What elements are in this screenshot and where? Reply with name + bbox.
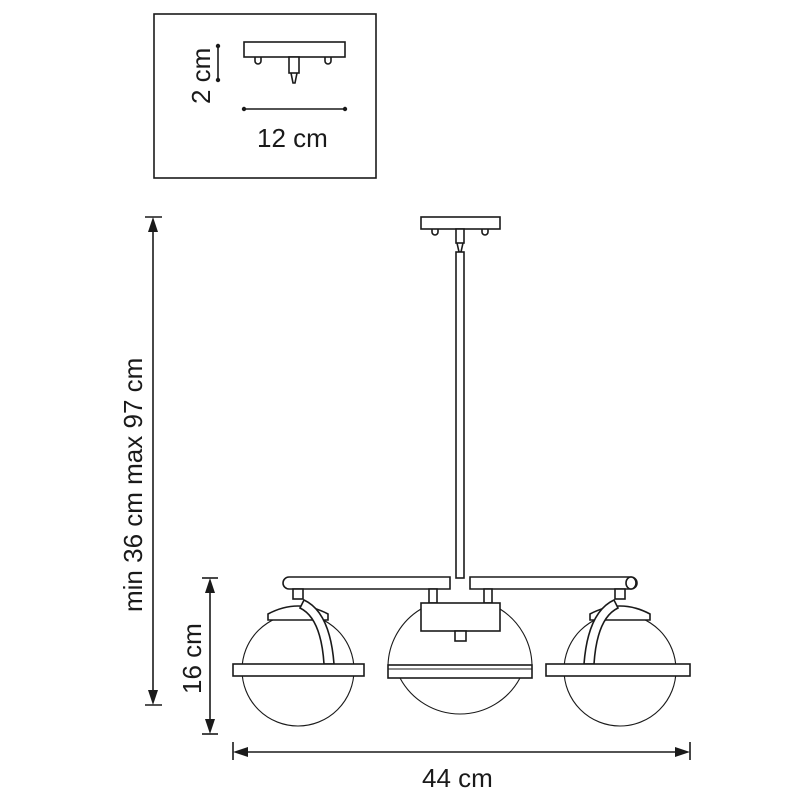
- inset-height-label: 2 cm: [186, 48, 216, 104]
- inset-canopy: [243, 41, 346, 84]
- shade-height-label: 16 cm: [177, 623, 207, 694]
- middle-globe: [387, 608, 533, 715]
- total-height-label: min 36 cm max 97 cm: [118, 358, 148, 612]
- central-hub: [420, 588, 501, 642]
- inset-frame: [153, 13, 377, 179]
- ceiling-canopy: [420, 216, 501, 253]
- total-width-dimension: 44 cm: [232, 742, 691, 793]
- inset-width-label: 12 cm: [257, 123, 328, 153]
- left-globe: [232, 588, 365, 727]
- right-globe: [545, 588, 691, 727]
- inset-height-dimension: 2 cm: [186, 43, 221, 104]
- arm-tubes: [282, 576, 638, 590]
- down-rod: [455, 251, 465, 579]
- inset-width-dimension: 12 cm: [241, 106, 348, 153]
- total-height-dimension: min 36 cm max 97 cm: [118, 216, 162, 706]
- chandelier: [232, 216, 691, 727]
- shade-height-dimension: 16 cm: [177, 577, 218, 735]
- canopy-detail-inset: 2 cm 12 cm: [153, 13, 377, 179]
- total-width-label: 44 cm: [422, 763, 493, 793]
